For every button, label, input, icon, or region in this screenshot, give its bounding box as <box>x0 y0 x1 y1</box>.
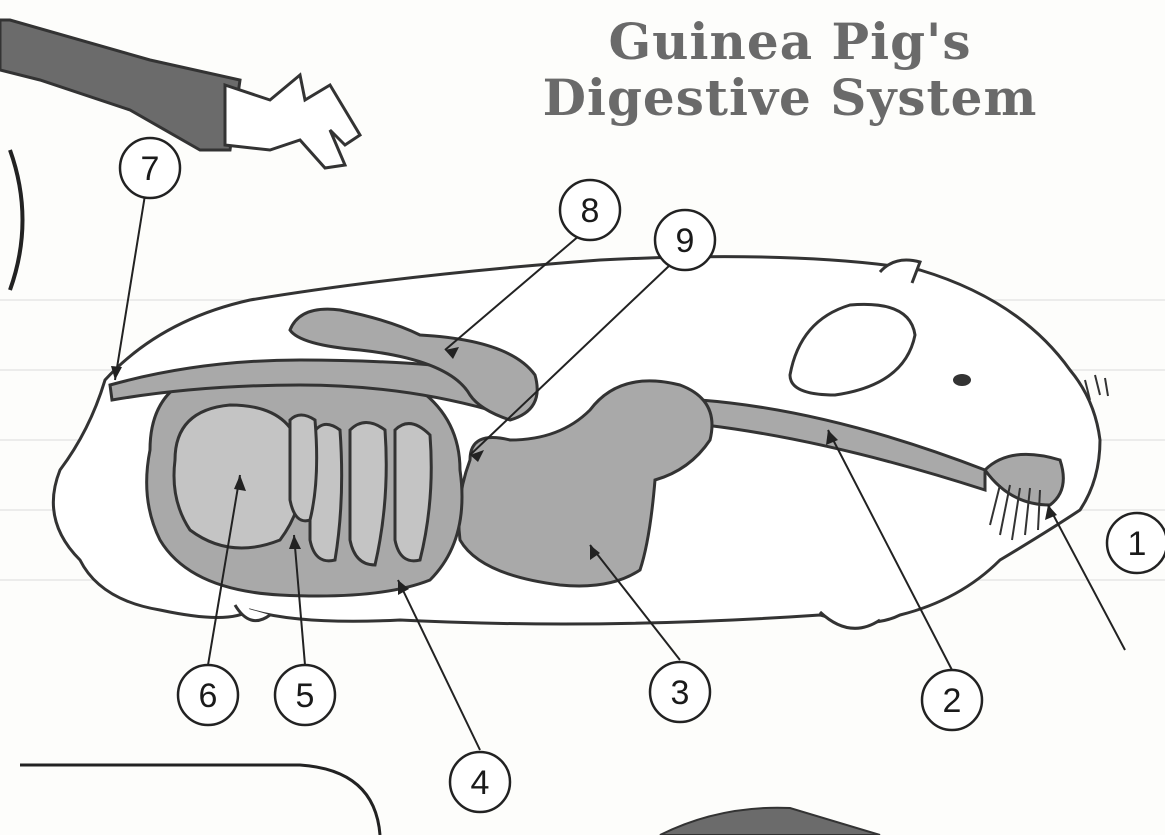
callout-7: 7 <box>120 138 180 198</box>
left-edge-arc <box>10 150 23 290</box>
callout-3: 3 <box>650 662 710 722</box>
callout-label-6: 6 <box>199 677 218 715</box>
callout-4: 4 <box>450 752 510 812</box>
callout-label-5: 5 <box>296 677 315 715</box>
callout-6: 6 <box>178 665 238 725</box>
cecum <box>174 405 303 548</box>
callout-label-1: 1 <box>1128 525 1147 563</box>
small-intestine <box>290 415 431 565</box>
callout-label-8: 8 <box>581 192 600 230</box>
hand-illustration <box>0 20 360 168</box>
bottom-center-shape <box>660 808 880 835</box>
callout-label-9: 9 <box>676 222 695 260</box>
callout-5: 5 <box>275 665 335 725</box>
callout-label-7: 7 <box>141 150 160 188</box>
callout-9: 9 <box>655 210 715 270</box>
callout-8: 8 <box>560 180 620 240</box>
callout-1: 1 <box>1107 513 1165 573</box>
guinea-pig-eye <box>953 374 971 386</box>
whiskers <box>1085 375 1108 400</box>
callout-2: 2 <box>922 670 982 730</box>
callout-label-3: 3 <box>671 674 690 712</box>
callout-label-2: 2 <box>943 682 962 720</box>
callout-label-4: 4 <box>471 764 490 802</box>
bottom-left-frame <box>20 765 380 835</box>
